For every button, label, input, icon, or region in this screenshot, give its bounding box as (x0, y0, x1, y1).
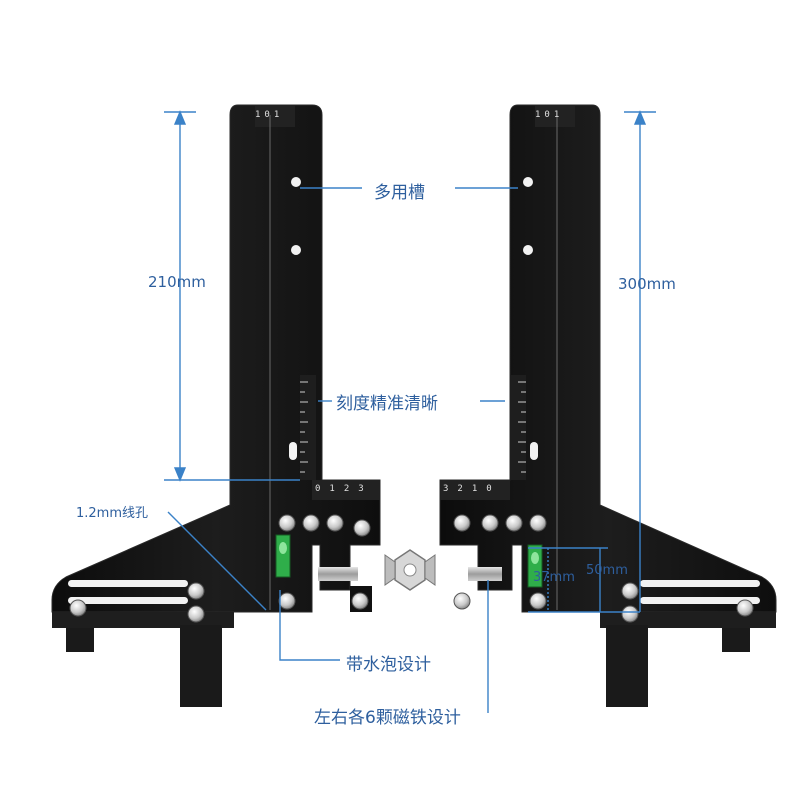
right-slot (530, 442, 538, 460)
ruler-digit: 1 (553, 110, 564, 120)
dim-37-label: 37mm (533, 570, 575, 585)
ruler-digit: 0 (264, 110, 274, 120)
ruler-digit: 1 (255, 110, 265, 120)
left-base-slot-2 (68, 597, 188, 604)
slot-label: 多用槽 (374, 183, 425, 203)
right-base-slot-1 (640, 580, 760, 587)
left-base-slot-1 (68, 580, 188, 587)
right-scale-ticks (518, 381, 526, 473)
left-scale-ticks (300, 381, 308, 473)
right-hole-1 (523, 177, 533, 187)
left-slot (289, 442, 297, 460)
left-vertical-ruler (180, 625, 222, 707)
left-magnets (69, 514, 371, 623)
annotation-lines (164, 110, 656, 713)
bubble-label: 带水泡设计 (346, 655, 431, 675)
ruler-top-right: 101 (535, 110, 563, 120)
magnet-label: 左右各6颗磁铁设计 (314, 708, 461, 728)
left-hole-2 (291, 245, 301, 255)
ruler-digit: 1 (471, 484, 487, 494)
right-hole-2 (523, 245, 533, 255)
left-bubble-level (275, 534, 291, 578)
ruler-digit: 0 (544, 110, 554, 120)
right-height-label: 300mm (618, 275, 676, 293)
ruler-digit: 0 (486, 484, 501, 494)
right-jig-body (439, 104, 777, 613)
ruler-digit: 1 (273, 110, 284, 120)
right-magnets (453, 514, 754, 623)
scale-label: 刻度精准清晰 (336, 394, 438, 414)
left-jig-body (51, 104, 381, 613)
left-rod (318, 567, 358, 581)
left-height-label: 210mm (148, 273, 206, 291)
ruler-digit: 2 (343, 484, 359, 494)
ruler-digit: 3 (443, 484, 458, 494)
ruler-digit: 2 (457, 484, 472, 494)
ruler-step-right: 3210 (443, 484, 501, 494)
left-hole-1 (291, 177, 301, 187)
right-vertical-ruler (606, 625, 648, 707)
right-rod (468, 567, 502, 581)
ruler-step-left: 0123 (315, 484, 373, 494)
right-base-slot-2 (640, 597, 760, 604)
right-jig (439, 104, 777, 707)
left-jig (51, 104, 381, 707)
hole-label: 1.2mm线孔 (76, 506, 149, 521)
ruler-digit: 0 (315, 484, 330, 494)
ruler-top-left: 101 (255, 110, 283, 120)
dim-50-label: 50mm (586, 563, 628, 578)
wing-nut (384, 549, 436, 591)
ruler-digit: 1 (329, 484, 344, 494)
ruler-digit: 1 (535, 110, 545, 120)
ruler-digit: 3 (358, 484, 373, 494)
